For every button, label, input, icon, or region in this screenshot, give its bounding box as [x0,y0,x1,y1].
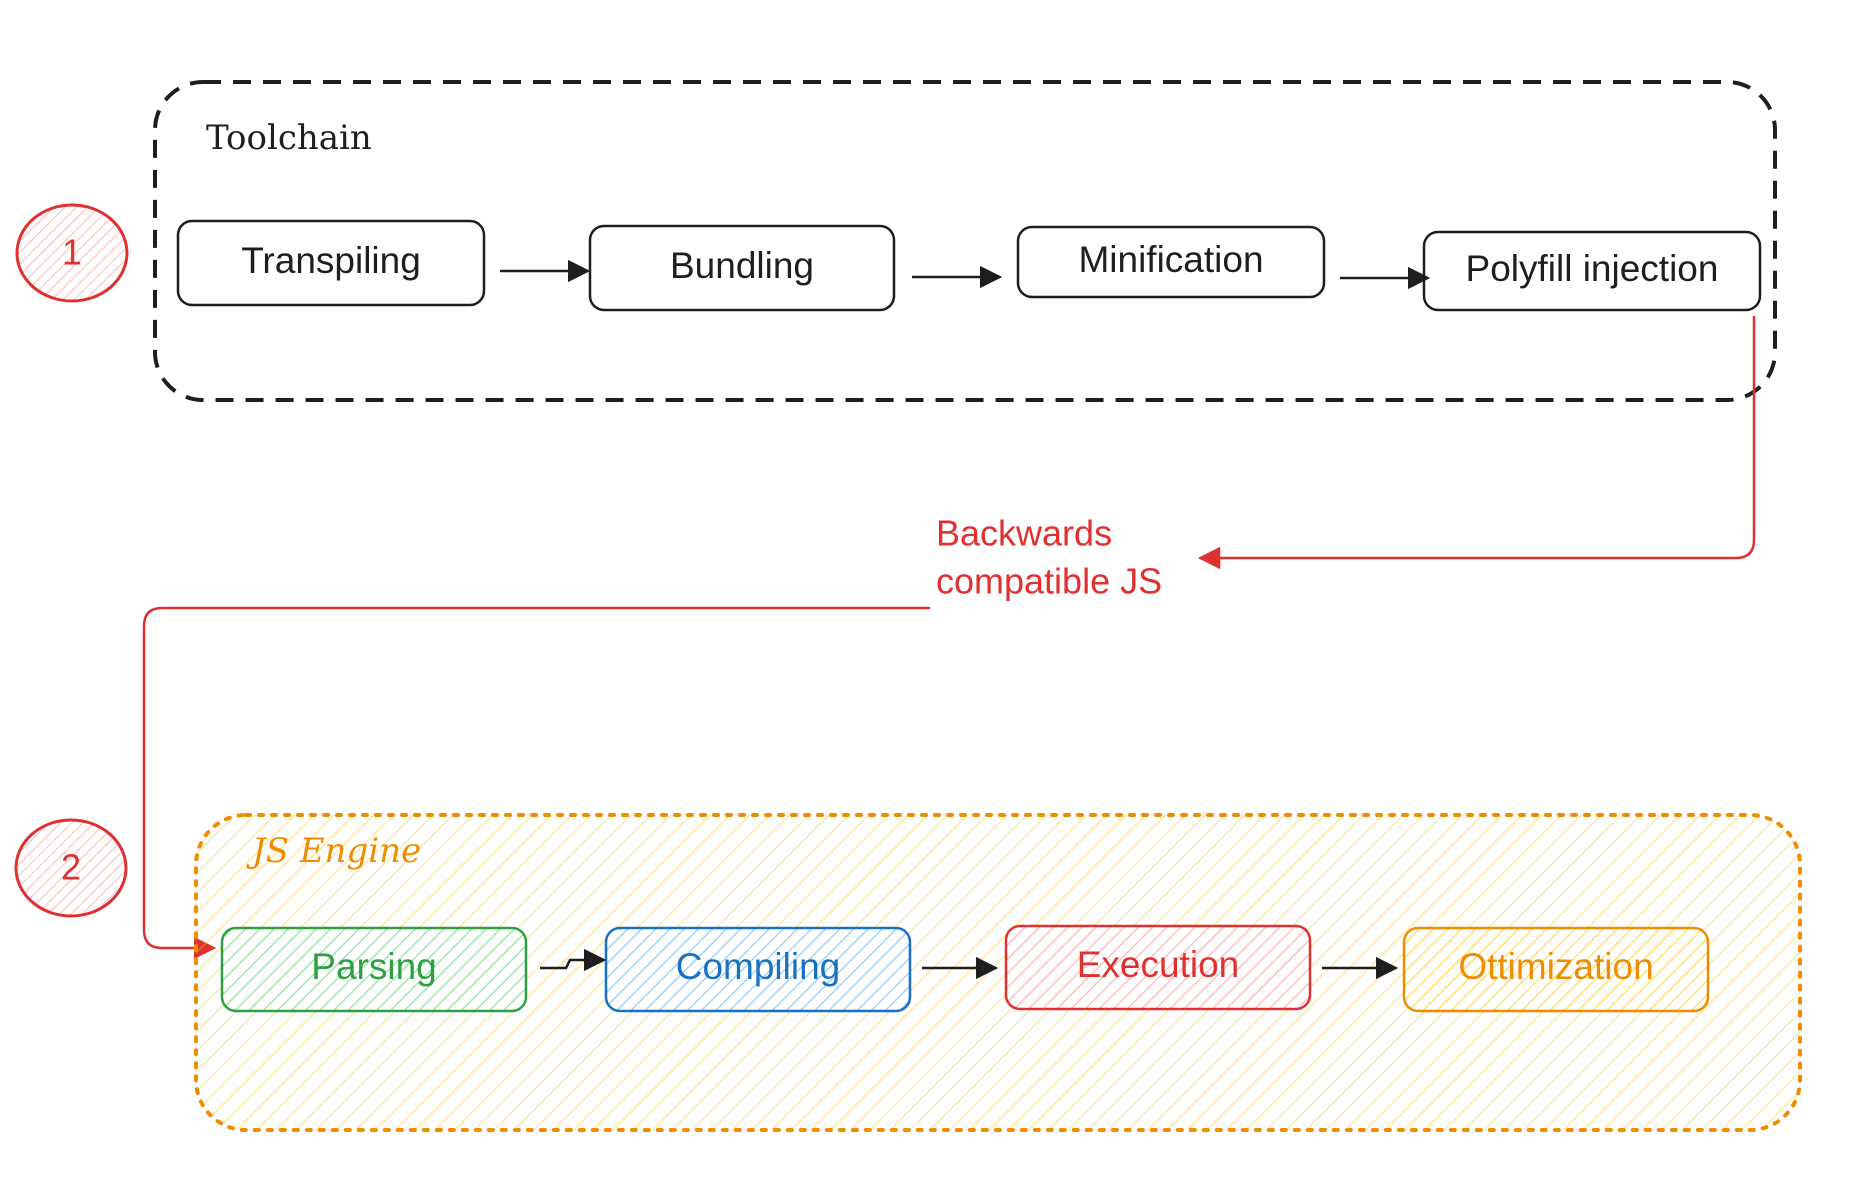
toolchain-step-label: Bundling [670,245,814,286]
connector-label-line1: Backwards [936,513,1112,554]
output-connector: Backwards compatible JS [142,316,1756,960]
engine-step-label: Execution [1077,944,1240,985]
connector-from-polyfill [1197,316,1756,570]
engine-step-compiling: Compiling [604,926,912,1013]
toolchain-border [153,80,1777,402]
toolchain-title: Toolchain [206,118,372,158]
toolchain-step-polyfill-injection: Polyfill injection [1422,230,1762,312]
engine-step-execution: Execution [1004,924,1312,1011]
js-engine-title: JS Engine [246,831,421,871]
engine-step-label: Parsing [311,946,436,987]
toolchain-step-minification: Minification [1016,225,1326,299]
badge-number: 2 [61,847,81,888]
js-engine-group: JS Engine Parsing Compiling Execution Ot… [194,813,1802,1132]
toolchain-step-bundling: Bundling [588,224,896,312]
connector-to-parsing [142,606,930,960]
engine-step-ottimization: Ottimization [1402,926,1710,1013]
engine-step-parsing: Parsing [220,926,528,1013]
toolchain-step-label: Minification [1078,239,1263,280]
toolchain-group: Toolchain Transpiling Bundling Minificat… [153,80,1777,402]
toolchain-step-transpiling: Transpiling [176,219,486,307]
step-badge-2: 2 [14,818,128,918]
step-badge-1: 1 [15,203,129,303]
toolchain-step-label: Transpiling [241,240,421,281]
engine-step-label: Ottimization [1458,946,1653,987]
arrow-parsing-to-compiling [540,948,607,972]
engine-step-label: Compiling [676,946,841,987]
toolchain-step-label: Polyfill injection [1466,248,1719,289]
connector-label-line2: compatible JS [936,561,1162,602]
badge-number: 1 [62,232,82,273]
